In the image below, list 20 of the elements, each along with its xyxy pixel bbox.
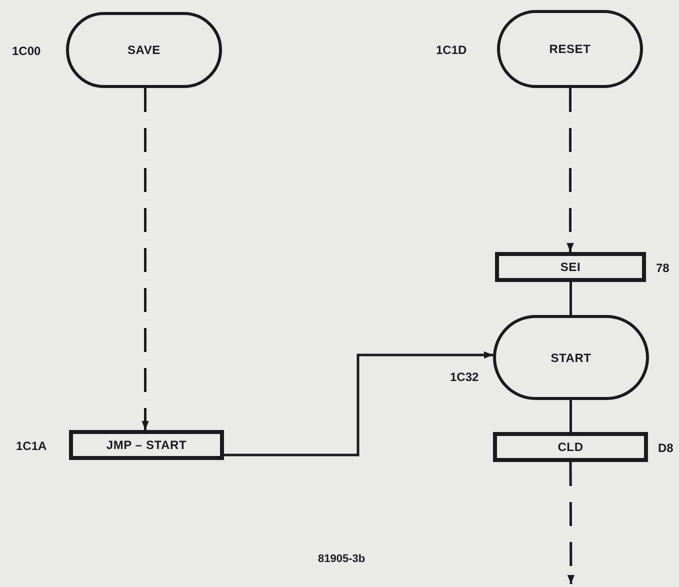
node-label: RESET [549,41,591,58]
address-label: 78 [656,260,670,277]
process-box [493,432,648,462]
node-label: CLD [558,439,584,456]
address-label: 1C1D [436,42,467,59]
node-label: SAVE [128,42,160,59]
node-label: SEI [560,259,581,276]
node-label: START [550,350,592,366]
node-label: JMP – START [106,437,187,454]
address-label: 1C00 [12,43,41,60]
arrow [566,88,574,252]
arrow [224,351,493,456]
process-box [69,430,224,460]
address-label: D8 [658,440,674,457]
figure-caption: 81905-3b [318,552,366,567]
address-label: 1C1A [16,438,47,455]
arrow [567,462,575,584]
process-box [495,252,646,282]
arrow [142,88,149,430]
address-label: 1C32 [450,369,479,386]
